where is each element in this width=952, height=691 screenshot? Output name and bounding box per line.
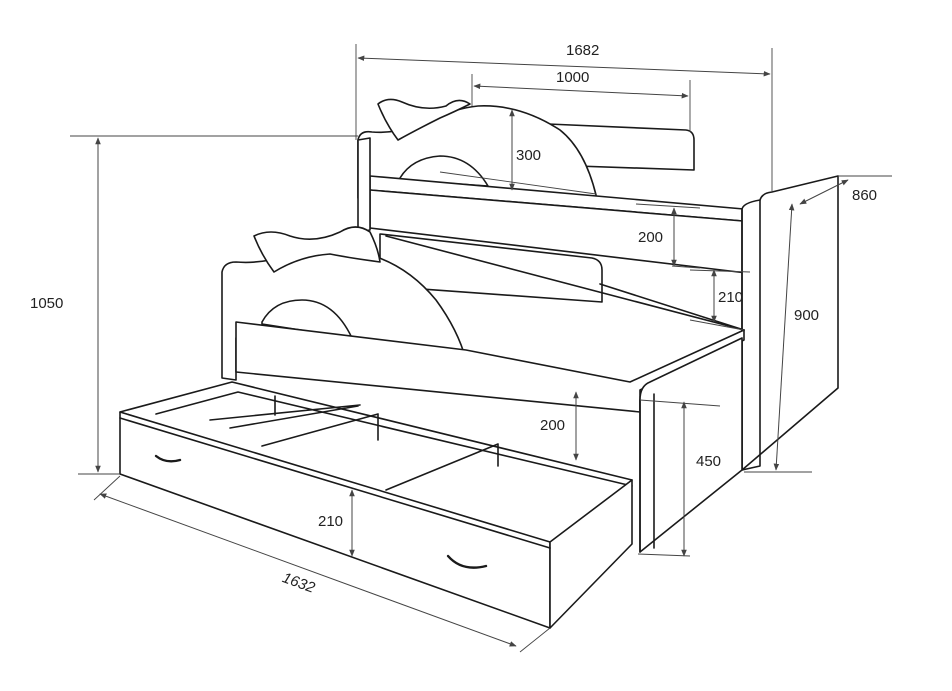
label-total-length: 1682 — [566, 42, 599, 59]
lower-top-edge — [385, 235, 745, 331]
dim-line-1682 — [357, 55, 771, 77]
lower-end-panel-edge — [639, 393, 655, 553]
lower-back-panel — [379, 233, 603, 303]
right-side-panel — [741, 175, 839, 471]
extension-lines — [70, 44, 892, 653]
upper-left-post — [357, 137, 371, 233]
label-berth-length: 1000 — [556, 69, 589, 86]
label-total-height: 1050 — [30, 295, 63, 312]
lower-panel-cutout — [261, 299, 353, 339]
dim-line-860 — [799, 179, 849, 205]
lower-mattress-edge — [599, 283, 745, 331]
label-lower-bed-height: 450 — [696, 453, 721, 470]
dim-line-900 — [773, 203, 795, 471]
label-bumper-height: 300 — [516, 147, 541, 164]
drawer-dividers — [209, 395, 499, 491]
drawer-handle-left — [154, 454, 182, 463]
label-depth: 860 — [852, 187, 877, 204]
label-lower-gap-height: 210 — [718, 289, 743, 306]
label-lower-panel-height: 200 — [540, 417, 565, 434]
upper-pillow — [377, 98, 471, 141]
label-drawer-height: 210 — [318, 513, 343, 530]
drawer-back-edge — [155, 391, 633, 487]
dimension-lines — [95, 55, 849, 647]
bed-drawing — [119, 98, 839, 629]
dim-line-1632 — [99, 493, 517, 647]
label-side-panel-height: 900 — [794, 307, 819, 324]
label-drawer-length: 1632 — [280, 569, 318, 597]
label-upper-panel-height: 200 — [638, 229, 663, 246]
drawer-right-side — [549, 479, 633, 629]
lower-side-board — [235, 321, 745, 413]
lower-pillow — [253, 226, 381, 273]
upper-panel-cutout — [399, 155, 489, 187]
dim-line-1000 — [473, 83, 689, 99]
upper-back-panel — [547, 123, 695, 171]
lower-end-panel — [639, 337, 743, 553]
